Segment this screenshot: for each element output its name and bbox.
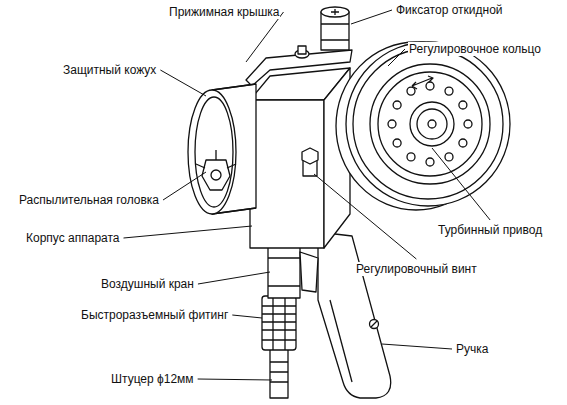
ring-hole: [426, 158, 434, 166]
leader-line: [198, 379, 272, 380]
ring-hole: [459, 139, 467, 147]
handle-screw-slot: [371, 321, 377, 327]
leader-line: [163, 172, 206, 200]
part-label: Прижимная крышка: [168, 5, 280, 19]
air-valve-lines: [268, 258, 300, 286]
hose-nipple: [270, 348, 288, 398]
leader-line: [382, 344, 452, 349]
part-label: Защитный кожух: [62, 63, 157, 77]
handle: [318, 232, 391, 398]
spray-head: [202, 160, 230, 190]
cover-plate: [246, 50, 352, 86]
body-front: [250, 100, 324, 248]
ring-hole: [426, 82, 434, 90]
handle-screw: [370, 320, 379, 329]
fitting-ridges: [262, 296, 296, 350]
leader-line: [314, 174, 416, 259]
spray-head-fins: [196, 150, 236, 168]
part-label: Ручка: [455, 342, 489, 356]
adjust-screw-hex: [302, 148, 318, 164]
leader-line: [232, 315, 262, 318]
nipple-ridges: [270, 362, 288, 382]
leader-line: [124, 226, 253, 238]
part-label: Регулировочное кольцо: [408, 42, 542, 56]
air-valve: [268, 246, 300, 298]
ring-hole: [445, 153, 453, 161]
shroud-opening: [188, 90, 236, 214]
latch-knob-lines: [321, 9, 349, 40]
ring-hole: [393, 101, 401, 109]
part-label: Турбинный привод: [437, 223, 543, 237]
leader-line: [351, 10, 392, 24]
turbine-axle: [428, 120, 436, 128]
part-label: Штуцер ϕ12мм: [110, 372, 195, 386]
ring-hole: [445, 87, 453, 95]
ring-holes: [388, 82, 472, 166]
ring-arrow: [412, 76, 433, 89]
adjusting-ring: [370, 64, 490, 184]
ring-hole: [393, 139, 401, 147]
part-label: Корпус аппарата: [25, 231, 121, 245]
ring-hole: [407, 87, 415, 95]
leader-line: [160, 70, 206, 96]
adjusting-ring-inner: [378, 72, 482, 176]
ring-hole: [407, 153, 415, 161]
cover-bolt-stem: [298, 46, 306, 54]
part-label: Регулировочный винт: [355, 262, 478, 276]
ring-hole: [388, 120, 396, 128]
quick-fitting: [262, 296, 296, 350]
ring-hole: [464, 120, 472, 128]
leader-line: [388, 49, 405, 66]
shroud-inner: [195, 97, 233, 207]
leader-line: [198, 272, 270, 284]
handle-edge: [330, 300, 352, 382]
turbine-hub-inner: [417, 109, 447, 139]
spray-head-center: [211, 170, 221, 180]
part-label: Воздушный кран: [100, 277, 195, 291]
latch-knob: [321, 12, 349, 50]
turbine-hub: [410, 102, 454, 146]
part-label: Быстроразъемный фитинг: [80, 308, 229, 322]
turbine-housing: [346, 42, 510, 206]
ring-hole: [459, 101, 467, 109]
leader-line: [432, 148, 490, 220]
leader-line: [246, 12, 283, 62]
part-label: Распылительная головка: [18, 193, 160, 207]
valve-lever: [300, 252, 318, 292]
turbine-ring-1: [353, 49, 503, 199]
part-label: Фиксатор откидной: [395, 3, 504, 17]
